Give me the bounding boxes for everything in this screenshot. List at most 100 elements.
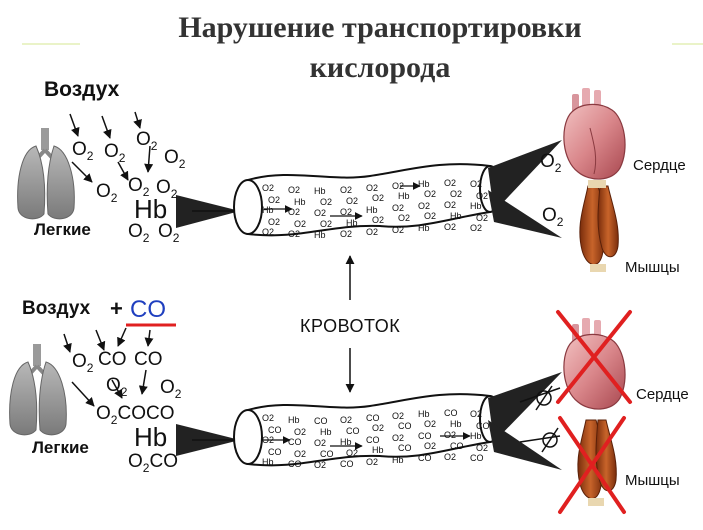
- vessel-molecule: Hb: [372, 445, 384, 455]
- vessel-molecule: Hb: [346, 218, 358, 228]
- lungs-icon: [17, 128, 75, 220]
- top-muscles-label: Мышцы: [625, 259, 680, 276]
- bottom-air-arrows: [63, 327, 154, 407]
- vessel-molecule: Hb: [314, 186, 326, 196]
- vessel-molecule: CO: [470, 453, 484, 463]
- vessel-molecule: O2: [268, 217, 280, 227]
- top-air-label: Воздух: [44, 78, 120, 101]
- funnel-icon: [488, 140, 562, 212]
- vessel-molecule: Hb: [398, 191, 410, 201]
- vessel-molecule: CO: [476, 421, 490, 431]
- vessel-molecule: CO: [314, 416, 328, 426]
- funnel-icon: [488, 190, 562, 238]
- heart-icon: [563, 318, 626, 410]
- vessel-molecule: CO: [346, 426, 360, 436]
- blocked-arrows: [519, 385, 561, 453]
- vessel-molecule: Hb: [450, 419, 462, 429]
- vessel-molecule: Hb: [392, 455, 404, 465]
- bottom-air-label: Воздух: [22, 298, 91, 319]
- vessel-molecule: O2: [314, 208, 326, 218]
- vessel-molecule: O2: [476, 443, 488, 453]
- vessel-molecule: O2: [444, 430, 456, 440]
- top-air-arrows: [69, 111, 154, 183]
- vessel-molecule: Hb: [470, 431, 482, 441]
- bottom-muscles-label: Мышцы: [625, 472, 680, 489]
- top-o2-6: O2: [128, 175, 150, 199]
- co-label: CO: [130, 296, 166, 323]
- bottom-lungs-label: Легкие: [32, 438, 89, 457]
- vessel-molecule: O2: [444, 200, 456, 210]
- vessel-molecule: Hb: [340, 437, 352, 447]
- vessel-molecule: Hb: [314, 230, 326, 240]
- vessel-molecule: Hb: [320, 427, 332, 437]
- bottom-hb: Hb: [134, 422, 168, 452]
- vessel-molecule: O2: [340, 185, 352, 195]
- vessel-molecule: Hb: [294, 197, 306, 207]
- vessel-molecule: O2: [424, 419, 436, 429]
- vessel-molecule: O2: [262, 183, 274, 193]
- vessel-molecule: O2: [288, 207, 300, 217]
- title-line-1: Нарушение транспортировки: [178, 11, 582, 44]
- vessel-molecule: O2: [340, 207, 352, 217]
- vessel-molecule: O2: [424, 441, 436, 451]
- vessel-molecule: CO: [398, 421, 412, 431]
- bottom-o2-2: O2: [106, 375, 128, 399]
- vessel-molecule: O2: [392, 433, 404, 443]
- vessel-molecule: Hb: [470, 201, 482, 211]
- vessel-molecule: O2: [294, 219, 306, 229]
- vessel-molecule: CO: [366, 413, 380, 423]
- top-o2-2: O2: [104, 141, 126, 165]
- plus-sign: +: [110, 296, 123, 321]
- vessel-molecule: O2: [372, 215, 384, 225]
- flow-label: КРОВОТОК: [300, 316, 401, 336]
- vessel-molecule: Hb: [418, 179, 430, 189]
- vessel-molecule: CO: [268, 447, 282, 457]
- vessel-molecule: O2: [444, 452, 456, 462]
- vessel-molecule: O2: [392, 181, 404, 191]
- vessel-molecule: O2: [294, 449, 306, 459]
- vessel-molecule: O2: [398, 213, 410, 223]
- bottom-co-2: CO: [134, 349, 163, 370]
- vessel-molecule: O2: [268, 195, 280, 205]
- bottom-o2-1: O2: [72, 351, 94, 375]
- vessel-molecule: Hb: [262, 457, 274, 467]
- bottom-heart-label: Сердце: [636, 386, 689, 403]
- muscle-icon: [579, 180, 619, 272]
- vessel-molecule: O2: [320, 219, 332, 229]
- cross-icon: [556, 310, 632, 404]
- vessel-molecule: CO: [340, 459, 354, 469]
- vessel-molecule: O2: [288, 229, 300, 239]
- vessel-molecule: O2: [294, 427, 306, 437]
- vessel-arrows-top: [264, 182, 421, 220]
- lungs-icon: [9, 344, 67, 436]
- top-o2-1: O2: [72, 139, 94, 163]
- vessel-molecule: Hb: [366, 205, 378, 215]
- vessel-molecule: O2: [314, 438, 326, 448]
- vessel-molecule: CO: [418, 453, 432, 463]
- vessel-molecule: O2: [450, 189, 462, 199]
- vessel-molecule: O2: [470, 179, 482, 189]
- vessel-molecule: O2: [262, 413, 274, 423]
- vessel-molecule: Hb: [262, 205, 274, 215]
- vessel-molecule: O2: [340, 415, 352, 425]
- vessel-molecule: O2: [372, 193, 384, 203]
- bottom-co-1: CO: [98, 349, 127, 370]
- vessel-molecule: O2: [470, 409, 482, 419]
- funnel-icon: [488, 372, 562, 442]
- vessel-molecule: CO: [268, 425, 282, 435]
- vessel-molecule: O2: [444, 222, 456, 232]
- top-hb: Hb: [134, 194, 168, 224]
- bottom-o2co: O2COCO: [96, 403, 175, 427]
- vessel-molecule: O2: [392, 203, 404, 213]
- vessel-molecule: CO: [288, 437, 302, 447]
- top-o2-4: O2: [164, 147, 186, 171]
- vessel-molecule: CO: [450, 441, 464, 451]
- vessel-molecule: O2: [366, 183, 378, 193]
- vessel-molecule: CO: [366, 435, 380, 445]
- vessel-molecule: O2: [392, 411, 404, 421]
- vessel-molecule: O2: [470, 223, 482, 233]
- top-o2-9: O2: [158, 221, 180, 245]
